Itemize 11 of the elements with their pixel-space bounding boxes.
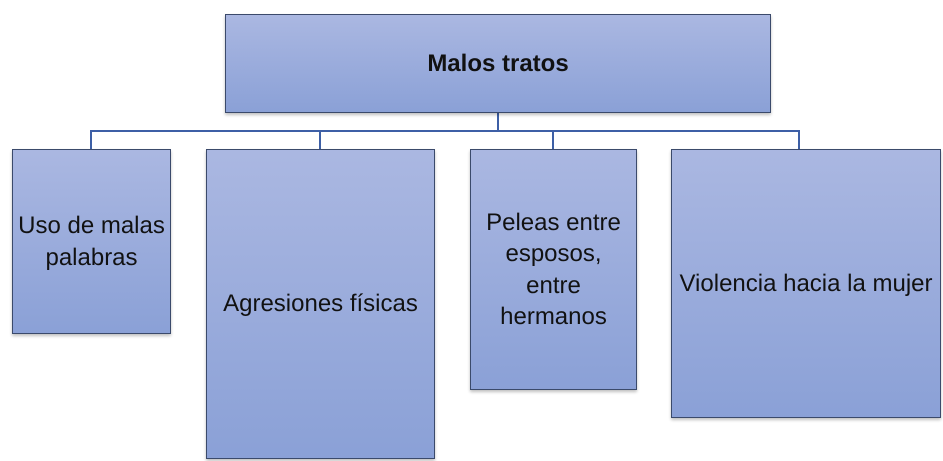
box-text: Violencia hacia la mujer xyxy=(679,268,933,299)
box-text: Agresiones físicas xyxy=(223,289,418,320)
connector-line xyxy=(497,113,800,149)
box-text: Peleas entre esposos, entre hermanos xyxy=(485,208,622,332)
category-box xyxy=(12,149,171,334)
category-box xyxy=(206,149,435,459)
box-text: Uso de malas palabras xyxy=(17,211,166,272)
root-box xyxy=(225,14,771,113)
category-box xyxy=(671,149,941,418)
title-text: Malos tratos xyxy=(427,48,569,79)
category-box xyxy=(470,149,637,390)
